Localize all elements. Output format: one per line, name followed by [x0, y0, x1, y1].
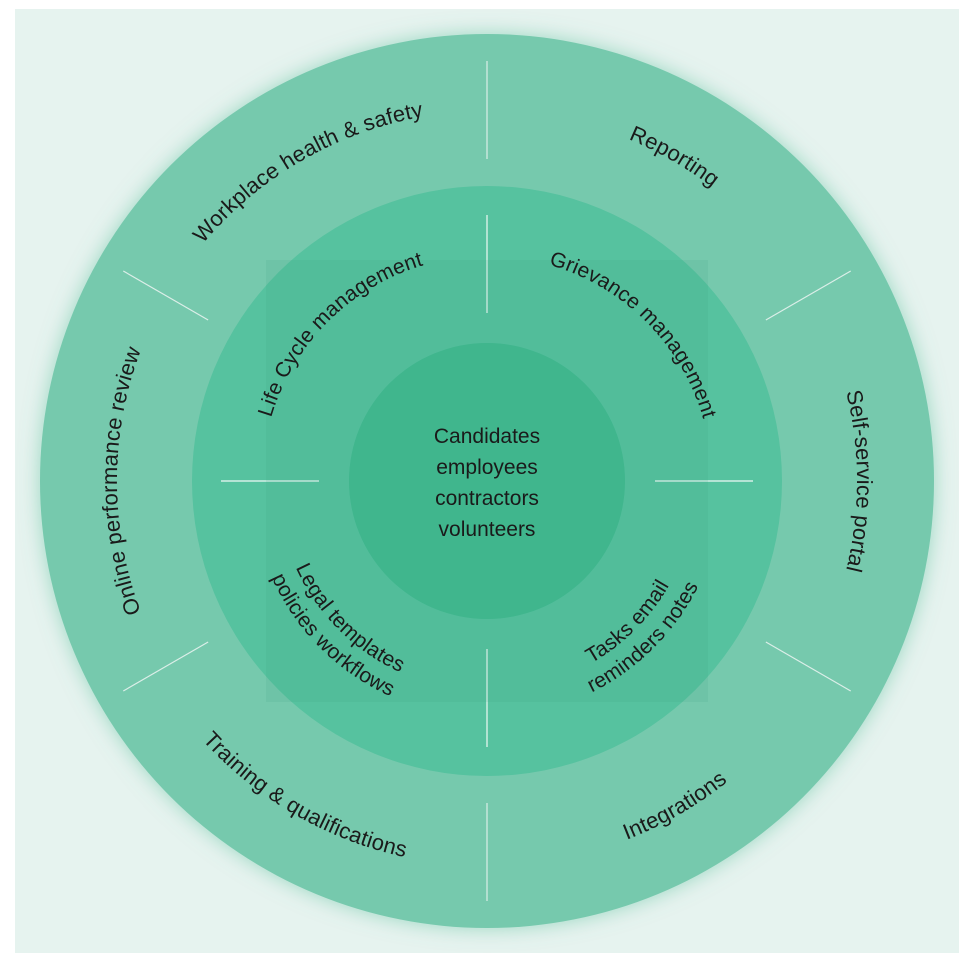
outer-ring-dividers — [122, 61, 852, 901]
center-line: employees — [436, 456, 538, 479]
divider-line — [122, 641, 209, 692]
center-circle — [349, 343, 625, 619]
center-line: volunteers — [439, 518, 536, 541]
center-line: Candidates — [434, 425, 540, 448]
center-label: Candidates employees contractors volunte… — [434, 425, 540, 541]
divider-line — [765, 641, 852, 692]
divider-line — [122, 270, 209, 321]
center-line: contractors — [435, 487, 539, 510]
divider-line — [765, 270, 852, 321]
middle-ring-dividers — [221, 215, 753, 747]
